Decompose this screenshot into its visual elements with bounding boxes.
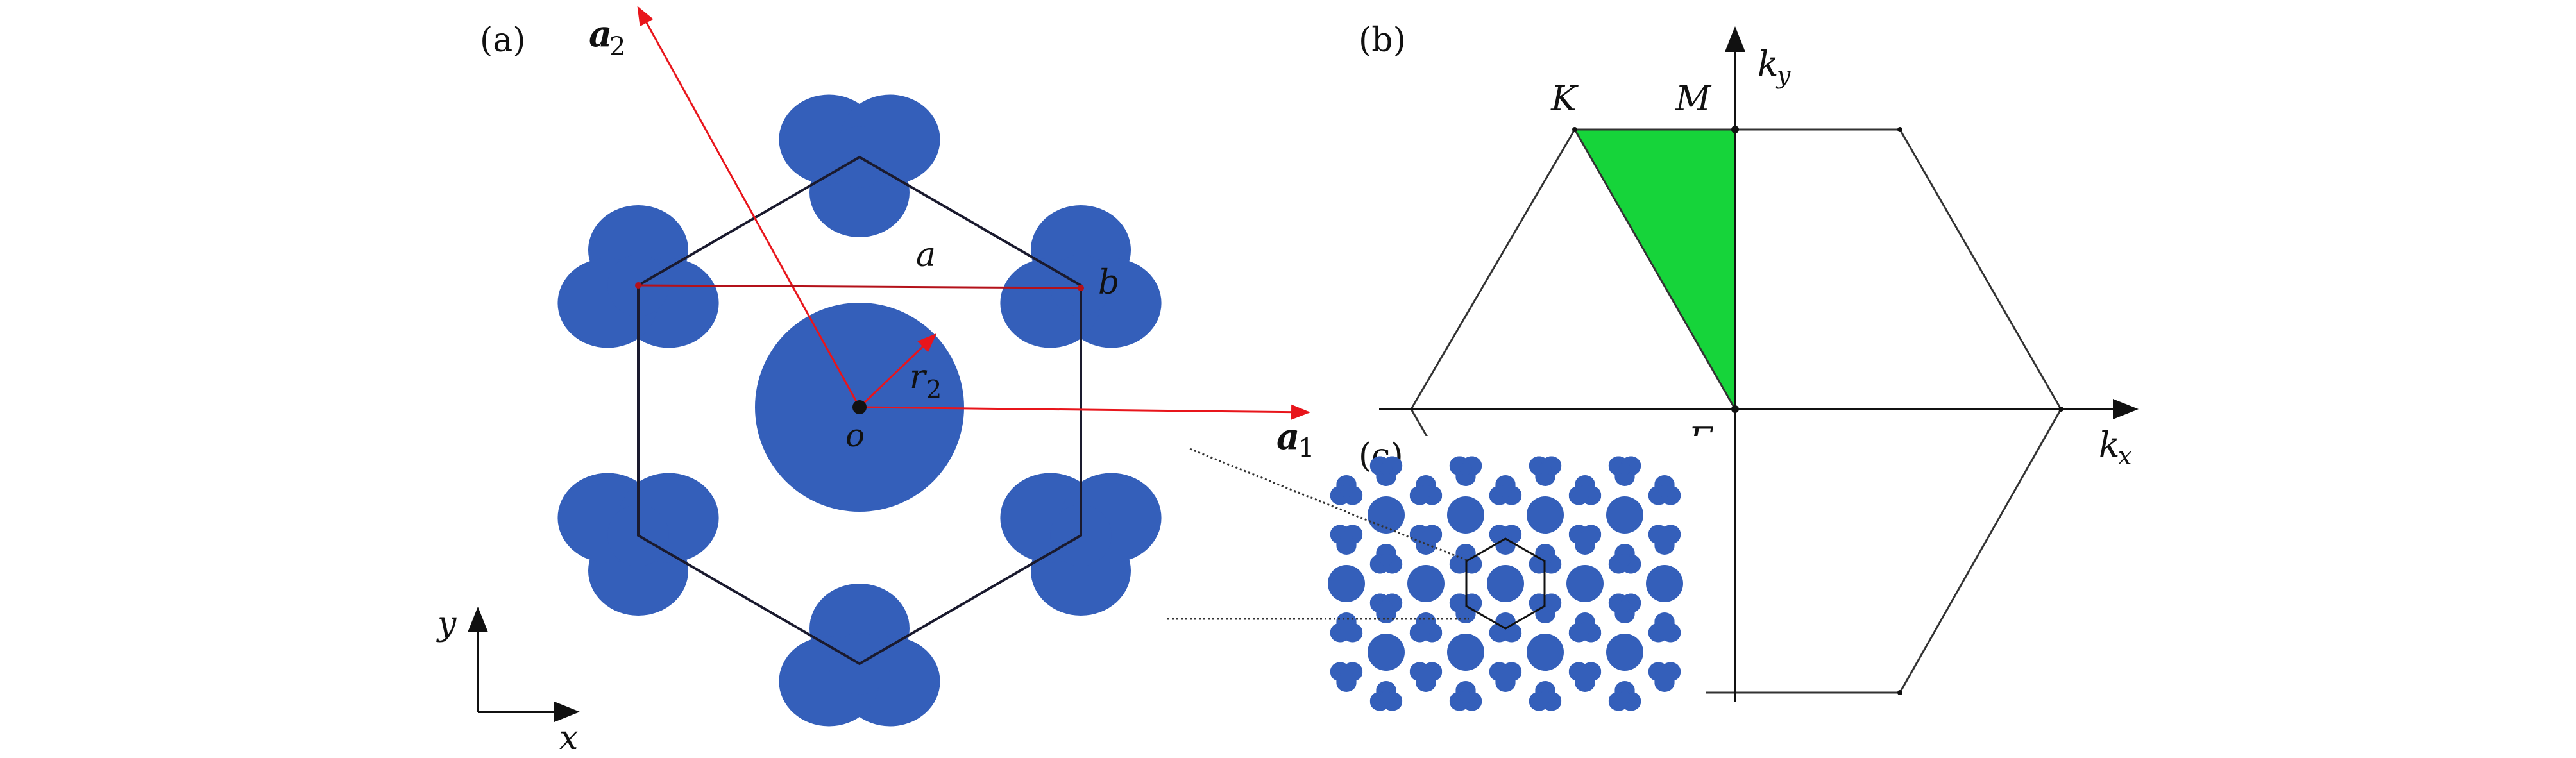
trefoil-scatterer (1000, 473, 1162, 616)
inset-unit-cell-hexagon (1465, 537, 1546, 630)
lattice-trefoil-scatterer (1529, 681, 1562, 710)
distance-a-line (638, 284, 1081, 289)
lattice-trefoil-scatterer (1648, 662, 1681, 691)
y-axis-label: y (436, 605, 457, 643)
lattice-trefoil-scatterer (1608, 681, 1641, 710)
lattice-trefoil-scatterer (1489, 475, 1522, 504)
lattice-trefoil-scatterer (1648, 525, 1681, 553)
lattice-trefoil-scatterer (1449, 681, 1482, 710)
lattice-trefoil-scatterer (1608, 544, 1641, 573)
lattice-trefoil-scatterer (1568, 525, 1602, 553)
trefoil-scatterer (779, 584, 940, 727)
lattice-circle-scatterer (1447, 634, 1484, 671)
r2-label: r (910, 358, 928, 396)
lattice-circle-scatterer (1606, 496, 1643, 534)
k-point-label: K (1550, 78, 1579, 119)
trefoil-scatterer (1000, 205, 1162, 348)
a1-label: a (1276, 416, 1300, 458)
lattice-circle-scatterer (1646, 565, 1683, 602)
a-label: a (916, 236, 936, 274)
lattice-trefoil-scatterer (1568, 475, 1602, 504)
panel-b-label: (b) (1359, 21, 1406, 60)
origin-point (852, 400, 867, 414)
irreducible-zone-triangle (1573, 128, 1736, 413)
a2-subscript: 2 (609, 32, 625, 62)
origin-label: o (845, 417, 865, 454)
lattice-circle-scatterer (1368, 634, 1405, 671)
crystal-lattice (1328, 456, 1683, 711)
lattice-trefoil-scatterer (1409, 612, 1443, 641)
bz-vertex-right-top (1897, 127, 1902, 132)
m-point-label: M (1675, 78, 1712, 119)
lattice-trefoil-scatterer (1330, 612, 1363, 641)
distance-a-right-end (1078, 285, 1084, 291)
panel-c-backdrop (1347, 436, 1706, 712)
panel-c: (c) (1167, 436, 1706, 712)
lattice-circle-scatterer (1368, 496, 1405, 534)
lattice-trefoil-scatterer (1608, 593, 1641, 622)
lattice-circle-scatterer (1487, 565, 1524, 602)
lattice-trefoil-scatterer (1369, 544, 1403, 573)
lattice-trefoil-scatterer (1330, 662, 1363, 691)
connector-line-upper (1189, 448, 1470, 562)
panel-a-label: (a) (480, 21, 526, 60)
gamma-point (1731, 405, 1739, 413)
lattice-trefoil-scatterer (1608, 456, 1641, 485)
distance-a-left-end (635, 282, 641, 289)
lattice-vector-a2 (637, 6, 861, 408)
lattice-trefoil-scatterer (1330, 525, 1363, 553)
panel-a: (a) a 2 a 1 a b r 2 o x y (436, 6, 1314, 757)
lattice-trefoil-scatterer (1648, 612, 1681, 641)
lattice-trefoil-scatterer (1409, 662, 1443, 691)
kx-subscript: x (2118, 442, 2131, 470)
b-label: b (1098, 264, 1119, 302)
lattice-trefoil-scatterer (1409, 525, 1443, 553)
lattice-circle-scatterer (1527, 496, 1564, 534)
lattice-trefoil-scatterer (1568, 612, 1602, 641)
lattice-circle-scatterer (1407, 565, 1445, 602)
lattice-circle-scatterer (1447, 496, 1484, 534)
ky-label: k (1758, 44, 1779, 84)
lattice-trefoil-scatterer (1369, 593, 1403, 622)
lattice-circle-scatterer (1527, 634, 1564, 671)
lattice-circle-scatterer (1606, 634, 1643, 671)
k-point (1572, 127, 1577, 132)
kx-label: k (2099, 425, 2120, 465)
lattice-vector-a1 (859, 404, 1310, 420)
lattice-circle-scatterer (1328, 565, 1365, 602)
m-point (1731, 126, 1739, 133)
lattice-trefoil-scatterer (1330, 475, 1363, 504)
trefoil-scatterer (557, 205, 719, 348)
lattice-trefoil-scatterer (1369, 456, 1403, 485)
r2-subscript: 2 (926, 375, 942, 403)
bz-vertex-right-bottom (1897, 690, 1902, 695)
lattice-trefoil-scatterer (1449, 456, 1482, 485)
lattice-trefoil-scatterer (1369, 681, 1403, 710)
a1-subscript: 1 (1298, 434, 1314, 463)
radius-r2-arrow (858, 333, 937, 408)
x-axis-label: x (559, 719, 578, 757)
bz-vertex-right (2058, 407, 2063, 412)
lattice-trefoil-scatterer (1648, 475, 1681, 504)
trefoil-scatterer (779, 94, 940, 237)
trefoil-scatterer (557, 473, 719, 616)
lattice-trefoil-scatterer (1529, 456, 1562, 485)
lattice-circle-scatterer (1566, 565, 1604, 602)
lattice-trefoil-scatterer (1568, 662, 1602, 691)
ky-subscript: y (1775, 61, 1791, 89)
a2-label: a (589, 13, 612, 55)
lattice-trefoil-scatterer (1489, 662, 1522, 691)
lattice-trefoil-scatterer (1409, 475, 1443, 504)
